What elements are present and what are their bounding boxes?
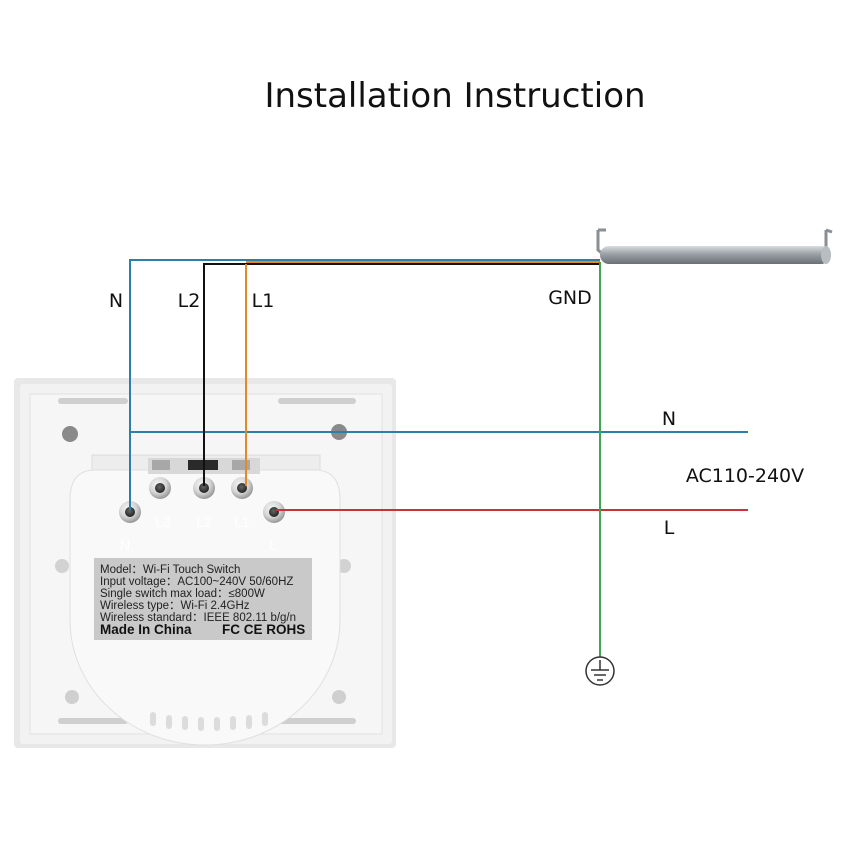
terminal-label-l1: L1: [234, 514, 250, 530]
page-title: Installation Instruction: [264, 76, 645, 116]
plate-input-voltage: Input voltage：AC100~240V 50/60HZ: [100, 576, 293, 588]
plate-wireless-type: Wireless type：Wi-Fi 2.4GHz: [100, 600, 250, 612]
wires: [129, 259, 748, 658]
rating-plate: Model：Wi-Fi Touch Switch Input voltage：A…: [94, 558, 312, 640]
terminal-label-n: N: [120, 537, 130, 553]
plate-model: Model：Wi-Fi Touch Switch: [100, 564, 240, 576]
neutral-wire: [129, 259, 600, 510]
label-n-top: N: [109, 290, 123, 312]
plate-certifications: FC CE ROHS: [222, 622, 305, 637]
l2-wire: [203, 263, 600, 486]
plate-made-in: Made In China: [100, 622, 192, 637]
label-gnd: GND: [548, 287, 592, 309]
lamp-tube-icon: [596, 228, 833, 264]
label-voltage: AC110-240V: [686, 465, 804, 487]
terminal-label-l3: L3: [155, 514, 171, 530]
ground-symbol-icon: [585, 656, 615, 686]
label-n-mains: N: [662, 408, 676, 430]
terminal-label-l2: L2: [196, 514, 212, 530]
label-l-mains: L: [664, 517, 675, 539]
terminal-labels: L3 L2 L1 N L: [120, 514, 277, 553]
label-l2-top: L2: [178, 290, 201, 312]
plate-wireless-standard: Wireless standard：IEEE 802.11 b/g/n: [100, 612, 296, 624]
plate-max-load: Single switch max load：≤800W: [100, 588, 265, 600]
label-l1-top: L1: [252, 290, 275, 312]
terminal-screws: [119, 477, 285, 523]
terminal-label-l: L: [269, 537, 277, 553]
